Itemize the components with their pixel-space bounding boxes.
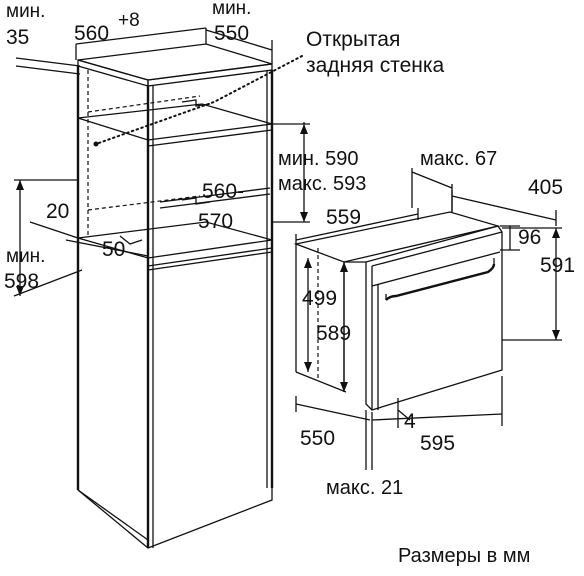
open-back-pointer — [95, 55, 303, 145]
label-20: 20 — [46, 200, 69, 223]
label-open-back-line1: Открытая — [306, 28, 400, 51]
label-min-35-word: мин. — [6, 1, 45, 22]
label-width-560: 560 — [74, 22, 109, 45]
dimension-lines — [13, 27, 562, 470]
label-50: 50 — [102, 238, 125, 261]
niche-top-shelf — [77, 103, 273, 141]
label-559: 559 — [326, 206, 361, 229]
label-min-590: мин. 590 — [278, 148, 358, 170]
label-open-back-line2: задняя стенка — [306, 54, 445, 77]
label-550-bottom: 550 — [300, 427, 335, 450]
label-499: 499 — [302, 287, 337, 310]
label-min-35-value: 35 — [6, 26, 29, 49]
label-min-598-value: 598 — [4, 270, 39, 293]
label-589: 589 — [316, 322, 351, 345]
label-405: 405 — [528, 176, 563, 199]
label-min-550-value: 550 — [214, 22, 249, 45]
label-595: 595 — [420, 432, 455, 455]
label-width-560-tolerance: +8 — [118, 10, 140, 31]
label-560-570-top: 560- — [202, 180, 244, 203]
label-max-67: макс. 67 — [420, 148, 497, 170]
cabinet-top-side-edge — [147, 63, 273, 87]
cabinet — [76, 43, 274, 549]
units-note: Размеры в мм — [398, 545, 530, 567]
label-96: 96 — [518, 226, 541, 249]
label-min-598-word: мин. — [6, 246, 45, 267]
oven-front — [365, 225, 503, 411]
label-591: 591 — [540, 254, 575, 277]
label-max-21: макс. 21 — [326, 477, 403, 499]
oven-handle — [385, 263, 496, 301]
label-max-593: макс. 593 — [278, 173, 366, 195]
label-560-570-bottom: 570 — [198, 210, 233, 233]
label-4: 4 — [404, 410, 416, 433]
label-min-550-word: мин. — [212, 0, 251, 19]
oven — [293, 211, 503, 411]
